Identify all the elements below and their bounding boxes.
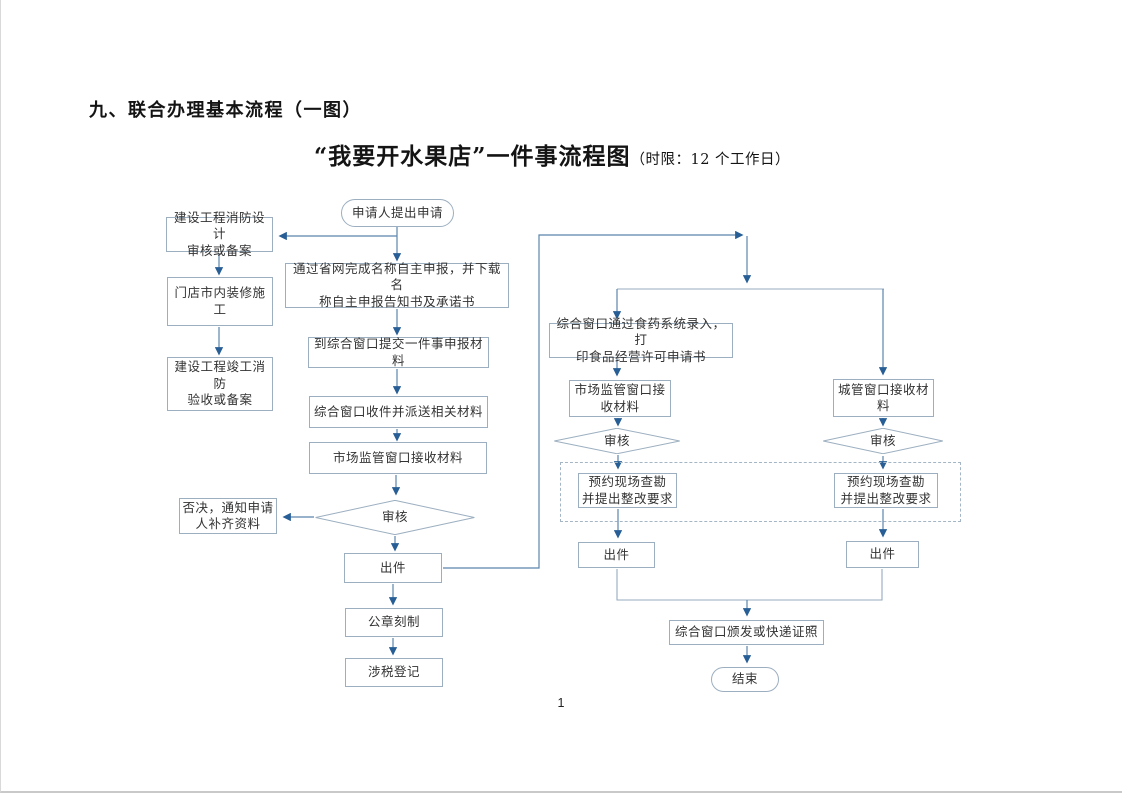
- node-review-market: 审核: [553, 428, 681, 454]
- node-seal-engraving: 公章刻制: [345, 608, 443, 637]
- node-store-renovation: 门店市内装修施工: [167, 277, 273, 326]
- node-tax-registration: 涉税登记: [345, 658, 443, 687]
- chart-title-main: “我要开水果店”一件事流程图: [314, 143, 631, 170]
- node-issue-license-delivery: 综合窗口颁发或快递证照: [669, 620, 824, 645]
- chart-title-note: （时限：12 个工作日）: [630, 152, 791, 168]
- node-start-application: 申请人提出申请: [341, 199, 454, 227]
- chart-title: “我要开水果店”一件事流程图 （时限：12 个工作日）: [314, 137, 790, 171]
- page-number: 1: [557, 696, 565, 710]
- node-issue-urban: 出件: [846, 541, 919, 568]
- node-site-survey-urban: 预约现场查勘 并提出整改要求: [834, 473, 938, 508]
- node-urban-window-receive: 城管窗口接收材 料: [833, 379, 934, 417]
- node-market-window-receive-right: 市场监管窗口接 收材料: [569, 380, 671, 417]
- node-issue-market: 出件: [578, 542, 655, 568]
- node-issue-mid: 出件: [344, 553, 442, 583]
- node-site-survey-market: 预约现场查勘 并提出整改要求: [578, 473, 677, 508]
- node-submit-one-matter-materials: 到综合窗口提交一件事申报材料: [308, 336, 489, 368]
- node-window-receive-dispatch: 综合窗口收件并派送相关材料: [309, 396, 488, 428]
- node-food-system-entry: 综合窗口通过食药系统录入，打 印食品经营许可申请书: [549, 316, 733, 364]
- node-fire-completion-acceptance: 建设工程竣工消防 验收或备案: [167, 357, 273, 411]
- node-reject-notify: 否决，通知申请 人补齐资料: [179, 498, 277, 534]
- section-heading: 九、联合办理基本流程（一图）: [89, 100, 362, 120]
- diamond-shape: [553, 428, 681, 454]
- diamond-shape: [822, 428, 944, 454]
- node-online-name-declaration: 通过省网完成名称自主申报，并下载名 称自主申报告知书及承诺书: [285, 261, 509, 309]
- site-survey-dashed-group: [560, 462, 961, 522]
- node-review-mid: 审核: [314, 500, 476, 535]
- node-end: 结束: [711, 667, 779, 692]
- connector-issue-merge-rail: [616, 569, 883, 601]
- node-market-window-receive-mid: 市场监管窗口接收材料: [309, 442, 487, 474]
- node-review-urban: 审核: [822, 428, 944, 454]
- connector-issue-mid-riser: [443, 230, 744, 569]
- diamond-shape: [314, 500, 476, 535]
- node-fire-design-review: 建设工程消防设计 审核或备案: [166, 210, 273, 258]
